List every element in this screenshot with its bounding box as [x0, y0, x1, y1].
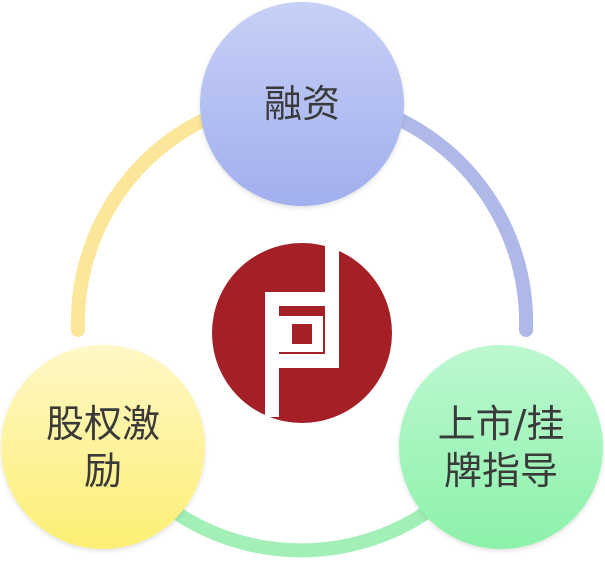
logo-mark-cutout: [292, 324, 312, 344]
node-listing-guidance-label-line1: 上市/挂: [438, 402, 565, 446]
node-listing-guidance: 上市/挂 牌指导: [399, 345, 603, 549]
node-financing-label: 融资: [264, 82, 340, 126]
node-equity-incentive-label-line1: 股权激: [46, 402, 160, 446]
node-listing-guidance-label-line2: 牌指导: [444, 449, 558, 493]
company-logo: [212, 243, 392, 423]
ring-segment-bottom: [171, 507, 431, 558]
logo-mark-icon: [265, 243, 339, 417]
node-financing: 融资: [200, 2, 404, 206]
node-equity-incentive-label-line2: 励: [84, 449, 122, 493]
node-equity-incentive: 股权激 励: [1, 345, 205, 549]
ring-segment-left: [70, 109, 219, 337]
ring-segment-top-right: [385, 109, 534, 337]
